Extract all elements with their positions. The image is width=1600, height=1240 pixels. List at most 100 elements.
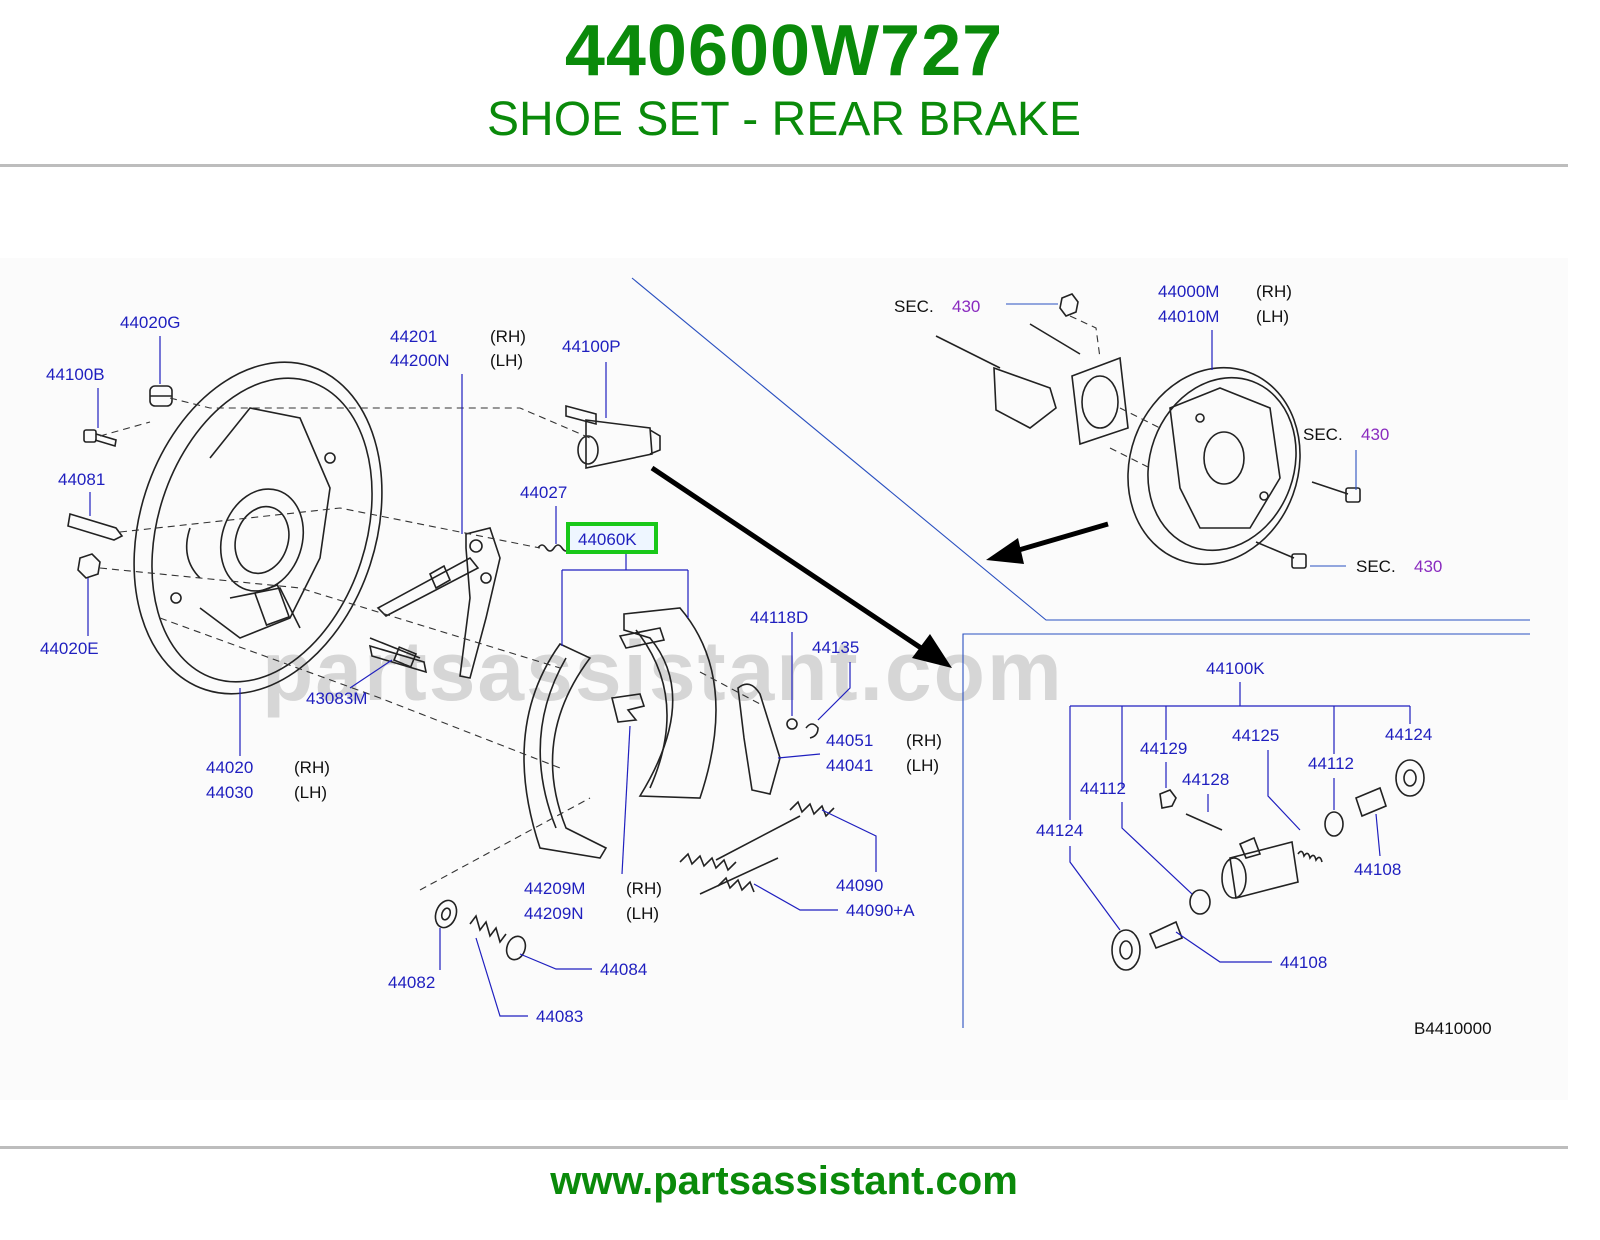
callout-44027: 44027 <box>520 483 567 502</box>
clip-44135-drawing <box>786 718 819 739</box>
arrow-to-wheel-cylinder-detail <box>650 465 952 668</box>
callout-44020g: 44020G <box>120 313 181 332</box>
hold-down-hardware-drawing <box>434 899 527 961</box>
section-divider-upper <box>631 277 1530 621</box>
callout-44135: 44135 <box>812 638 859 657</box>
highlight-box-44060k[interactable] <box>566 522 658 554</box>
callout-44100b: 44100B <box>46 365 105 384</box>
callout-44112-left: 44112 <box>1080 779 1126 798</box>
callout-44051-side: (RH) <box>906 731 942 750</box>
backing-plate-drawing <box>133 361 383 695</box>
return-springs-drawing <box>679 800 835 895</box>
callout-44201: 44201 <box>390 327 437 346</box>
nut-44020e-drawing <box>77 553 101 579</box>
callout-44051: 44051 <box>826 731 873 750</box>
part-number-title: 440600W727 <box>564 11 1004 91</box>
sec-label-top-word: SEC. <box>894 297 934 316</box>
footer-divider <box>0 1146 1568 1149</box>
sec-label-top-number[interactable]: 430 <box>952 297 980 316</box>
brake-shoe-left-drawing <box>523 642 608 859</box>
leader-44083 <box>475 937 528 1017</box>
leader-44090 <box>821 809 877 872</box>
callout-44100k: 44100K <box>1206 659 1265 678</box>
arrow-to-shoe-assembly <box>986 521 1109 564</box>
callout-44108-bottom: 44108 <box>1280 953 1327 972</box>
footer-url[interactable]: www.partsassistant.com <box>550 1159 1018 1203</box>
bolt-sec430-upper-drawing <box>1311 481 1361 503</box>
assembly-dashed-lines-left <box>99 397 761 891</box>
sec-label-mid-word: SEC. <box>1303 425 1343 444</box>
callout-44010m-side: (LH) <box>1256 307 1289 326</box>
callout-44030: 44030 <box>206 783 253 802</box>
callout-44081: 44081 <box>58 470 105 489</box>
callout-44108-right: 44108 <box>1354 860 1401 879</box>
sec-label-mid-number[interactable]: 430 <box>1361 425 1389 444</box>
diagram-code: B4410000 <box>1414 1019 1492 1038</box>
sec-label-bottom-number[interactable]: 430 <box>1414 557 1442 576</box>
part-description: SHOE SET - REAR BRAKE <box>487 93 1081 146</box>
bolt-43083m-drawing <box>369 637 421 668</box>
callout-44000m-side: (RH) <box>1256 282 1292 301</box>
callout-44209m-side: (RH) <box>626 879 662 898</box>
leader-44108-right <box>1375 813 1381 857</box>
callout-44118d: 44118D <box>750 608 808 627</box>
bolt-sec430-lower-drawing <box>1255 541 1307 569</box>
callout-44000m: 44000M <box>1158 282 1219 301</box>
callout-44041: 44041 <box>826 756 873 775</box>
leader-44125 <box>1267 750 1301 831</box>
callout-44124-left: 44124 <box>1036 821 1083 840</box>
leader-44090a <box>753 883 838 911</box>
strut-44051-drawing <box>737 683 781 795</box>
grommet-44020g-drawing <box>149 385 173 407</box>
wheel-cylinder-exploded-drawing <box>1111 759 1425 971</box>
callout-44082: 44082 <box>388 973 435 992</box>
brake-shoe-right-drawing <box>618 607 717 799</box>
hub-bearing-drawing <box>1071 356 1129 446</box>
leader-44108-bottom <box>1175 931 1272 963</box>
leader-44112-left <box>1121 802 1193 895</box>
leader-44209 <box>621 725 631 875</box>
callout-44020e: 44020E <box>40 639 99 658</box>
assembly-leader-lines <box>935 315 1161 469</box>
callout-44129: 44129 <box>1140 739 1187 758</box>
callout-44209m: 44209M <box>524 879 585 898</box>
bolt-44100b-drawing <box>83 429 117 448</box>
parts-diagram: partsassistant.com <box>0 258 1568 1100</box>
leader-43083m <box>349 659 393 689</box>
callout-44084: 44084 <box>600 960 647 979</box>
section-divider-lower <box>962 633 1530 1028</box>
leader-44100k-branches <box>1069 706 1411 820</box>
leader-44124-left <box>1069 846 1121 931</box>
sec-label-bottom-word: SEC. <box>1356 557 1396 576</box>
callout-44090a: 44090+A <box>846 901 915 920</box>
nut-sec430-drawing <box>1059 293 1079 317</box>
callout-44200n-side: (LH) <box>490 351 523 370</box>
callout-44041-side: (LH) <box>906 756 939 775</box>
leader-44060k <box>561 554 689 646</box>
page-header: 440600W727 SHOE SET - REAR BRAKE <box>0 0 1568 166</box>
callout-44083: 44083 <box>536 1007 583 1026</box>
callout-44209n-side: (LH) <box>626 904 659 923</box>
hold-clip-44209-drawing <box>611 693 646 723</box>
callout-44020-side: (RH) <box>294 758 330 777</box>
leader-44135 <box>817 662 851 721</box>
leader-44100k <box>1070 682 1410 707</box>
callout-44100p: 44100P <box>562 337 621 356</box>
pin-44081-drawing <box>67 512 124 541</box>
callout-44030-side: (LH) <box>294 783 327 802</box>
callout-44125: 44125 <box>1232 726 1279 745</box>
callout-44124-right: 44124 <box>1385 725 1432 744</box>
callout-43083m: 43083M <box>306 689 367 708</box>
callout-44200n: 44200N <box>390 351 450 370</box>
callout-44128: 44128 <box>1182 770 1229 789</box>
parts-diagram-svg: partsassistant.com <box>40 277 1530 1038</box>
callout-44201-side: (RH) <box>490 327 526 346</box>
leader-44051 <box>777 753 821 759</box>
callout-44020: 44020 <box>206 758 253 777</box>
callout-44010m: 44010M <box>1158 307 1219 326</box>
header-divider <box>0 164 1568 167</box>
spring-44027-drawing <box>537 544 571 552</box>
bracket-drawing <box>993 366 1057 429</box>
callout-44112-right: 44112 <box>1308 754 1354 773</box>
callout-44060k[interactable]: 44060K <box>578 530 637 549</box>
